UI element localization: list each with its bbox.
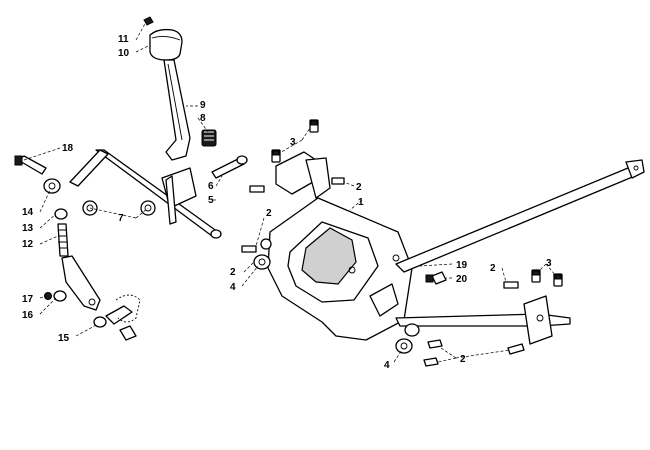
callout-13: 13 — [22, 223, 34, 234]
shift-lever — [163, 59, 191, 161]
callout-14: 14 — [22, 207, 34, 218]
bolt-2g — [507, 343, 525, 355]
callout-3-upper: 3 — [290, 137, 296, 148]
callout-8: 8 — [200, 113, 206, 124]
rod-end — [43, 178, 61, 194]
shift-rod — [69, 149, 222, 239]
small-bolt-17 — [44, 292, 52, 300]
callout-2-lower: 2 — [460, 354, 466, 365]
clip-3b-right — [553, 273, 563, 287]
clip-3b-left — [531, 269, 541, 283]
callout-2-mid: 2 — [266, 208, 272, 219]
callout-4-upper: 4 — [230, 282, 236, 293]
shift-knob — [149, 28, 183, 61]
callout-3-right: 3 — [546, 258, 552, 269]
bolt-2f — [427, 339, 443, 349]
callout-6: 6 — [208, 181, 214, 192]
trans-linkage — [93, 294, 141, 341]
callout-15: 15 — [58, 333, 70, 344]
clip-3a-lower — [271, 149, 281, 163]
callout-1: 1 — [358, 197, 364, 208]
callout-16: 16 — [22, 310, 34, 321]
lever-bracket — [161, 167, 197, 225]
bolt-2c — [241, 238, 272, 253]
bolt-2b — [249, 185, 265, 193]
callout-2-left: 2 — [230, 267, 236, 278]
knob-screw — [143, 16, 154, 26]
long-shift-rod — [395, 159, 645, 273]
washer-4a — [253, 254, 271, 270]
callout-17: 17 — [22, 294, 34, 305]
callout-9: 9 — [200, 100, 206, 111]
mounting-plate — [267, 197, 413, 341]
washer-16 — [53, 290, 67, 302]
spring — [201, 129, 217, 147]
jam-nut — [54, 208, 68, 220]
bolt-2e — [423, 357, 439, 367]
clip-3a-upper — [309, 119, 319, 133]
callout-2-upper: 2 — [356, 182, 362, 193]
right-bracket — [523, 295, 553, 345]
callout-labels: 11 10 9 8 18 3 2 1 6 5 7 14 13 12 2 2 4 … — [22, 34, 552, 371]
washer-4b — [395, 338, 413, 354]
callout-18: 18 — [62, 143, 74, 154]
callout-7: 7 — [118, 213, 124, 224]
callout-20: 20 — [456, 274, 468, 285]
callout-4-lower: 4 — [384, 360, 390, 371]
bolt-18 — [14, 155, 47, 175]
callout-11: 11 — [118, 34, 129, 45]
leader-lines — [23, 21, 557, 363]
callout-2-right: 2 — [490, 263, 496, 274]
bolt-2a — [331, 177, 345, 185]
callout-10: 10 — [118, 48, 130, 59]
callout-12: 12 — [22, 239, 34, 250]
upper-bracket — [275, 151, 331, 199]
callout-19: 19 — [456, 260, 468, 271]
pivot-bolt — [211, 155, 248, 179]
callout-5: 5 — [208, 195, 214, 206]
threaded-rod — [57, 223, 69, 257]
washer-lower — [404, 323, 420, 337]
bolt-20 — [425, 271, 447, 285]
shift-arm — [61, 255, 101, 311]
bolt-2d — [503, 281, 519, 289]
